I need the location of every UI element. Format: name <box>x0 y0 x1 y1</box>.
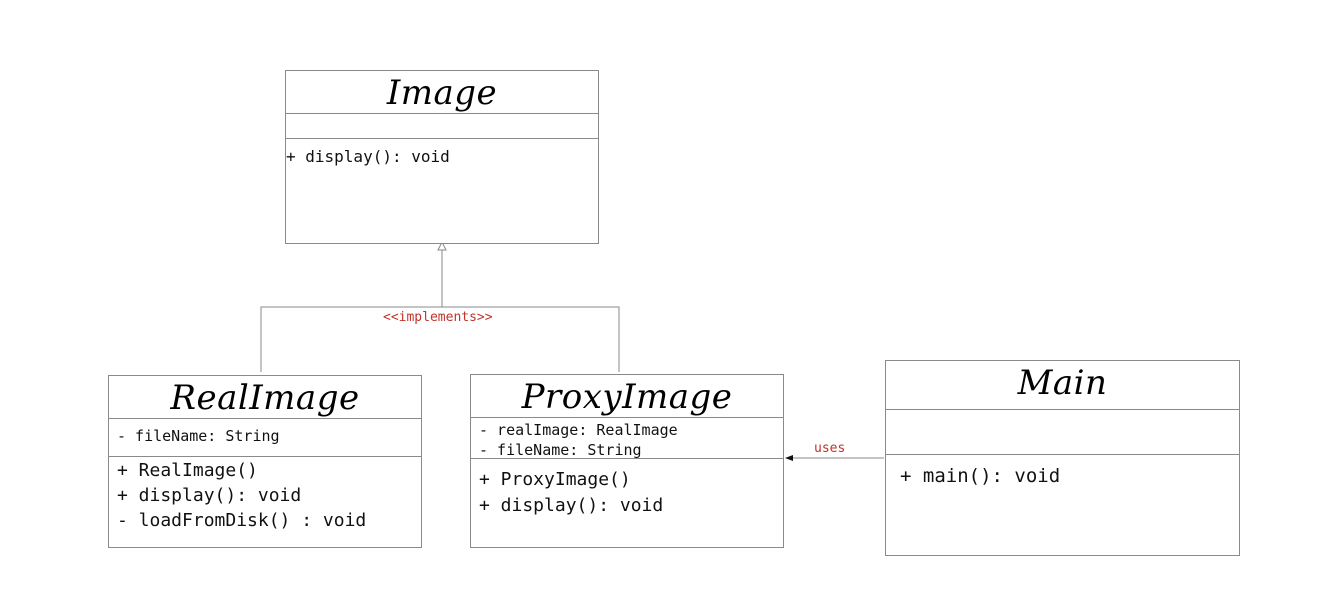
class-name-main: Main <box>1017 363 1108 403</box>
methods-separator <box>471 458 783 459</box>
attribute-realimage: - realImage: RealImage <box>479 421 678 439</box>
methods-separator <box>886 454 1239 455</box>
uses-label: uses <box>814 441 846 456</box>
method-constructor: + RealImage() <box>117 460 258 481</box>
method-constructor: + ProxyImage() <box>479 469 631 490</box>
class-box-realimage[interactable]: RealImage - fileName: String + RealImage… <box>108 375 422 548</box>
implements-arrowhead <box>437 240 447 251</box>
method-display: + display(): void <box>479 495 664 516</box>
methods-separator <box>286 138 598 139</box>
method-display: + display(): void <box>286 147 450 166</box>
class-name-image: Image <box>386 73 498 113</box>
class-box-image[interactable]: Image + display(): void <box>285 70 599 244</box>
uses-arrowhead <box>785 455 793 461</box>
class-name-proxyimage: ProxyImage <box>521 377 733 417</box>
attributes-separator <box>471 417 783 418</box>
method-display: + display(): void <box>117 485 302 506</box>
methods-separator <box>109 456 421 457</box>
attributes-separator <box>109 418 421 419</box>
implements-connector <box>260 306 620 372</box>
class-box-proxyimage[interactable]: ProxyImage - realImage: RealImage - file… <box>470 374 784 548</box>
implements-label: <<implements>> <box>383 310 493 325</box>
attributes-separator <box>886 409 1239 410</box>
method-loadfromdisk: - loadFromDisk() : void <box>117 510 367 531</box>
attribute-filename: - fileName: String <box>117 427 280 445</box>
attributes-separator <box>286 113 598 114</box>
class-box-main[interactable]: Main + main(): void <box>885 360 1240 556</box>
method-main: + main(): void <box>900 465 1061 487</box>
class-name-realimage: RealImage <box>170 378 360 418</box>
attribute-filename: - fileName: String <box>479 441 642 459</box>
